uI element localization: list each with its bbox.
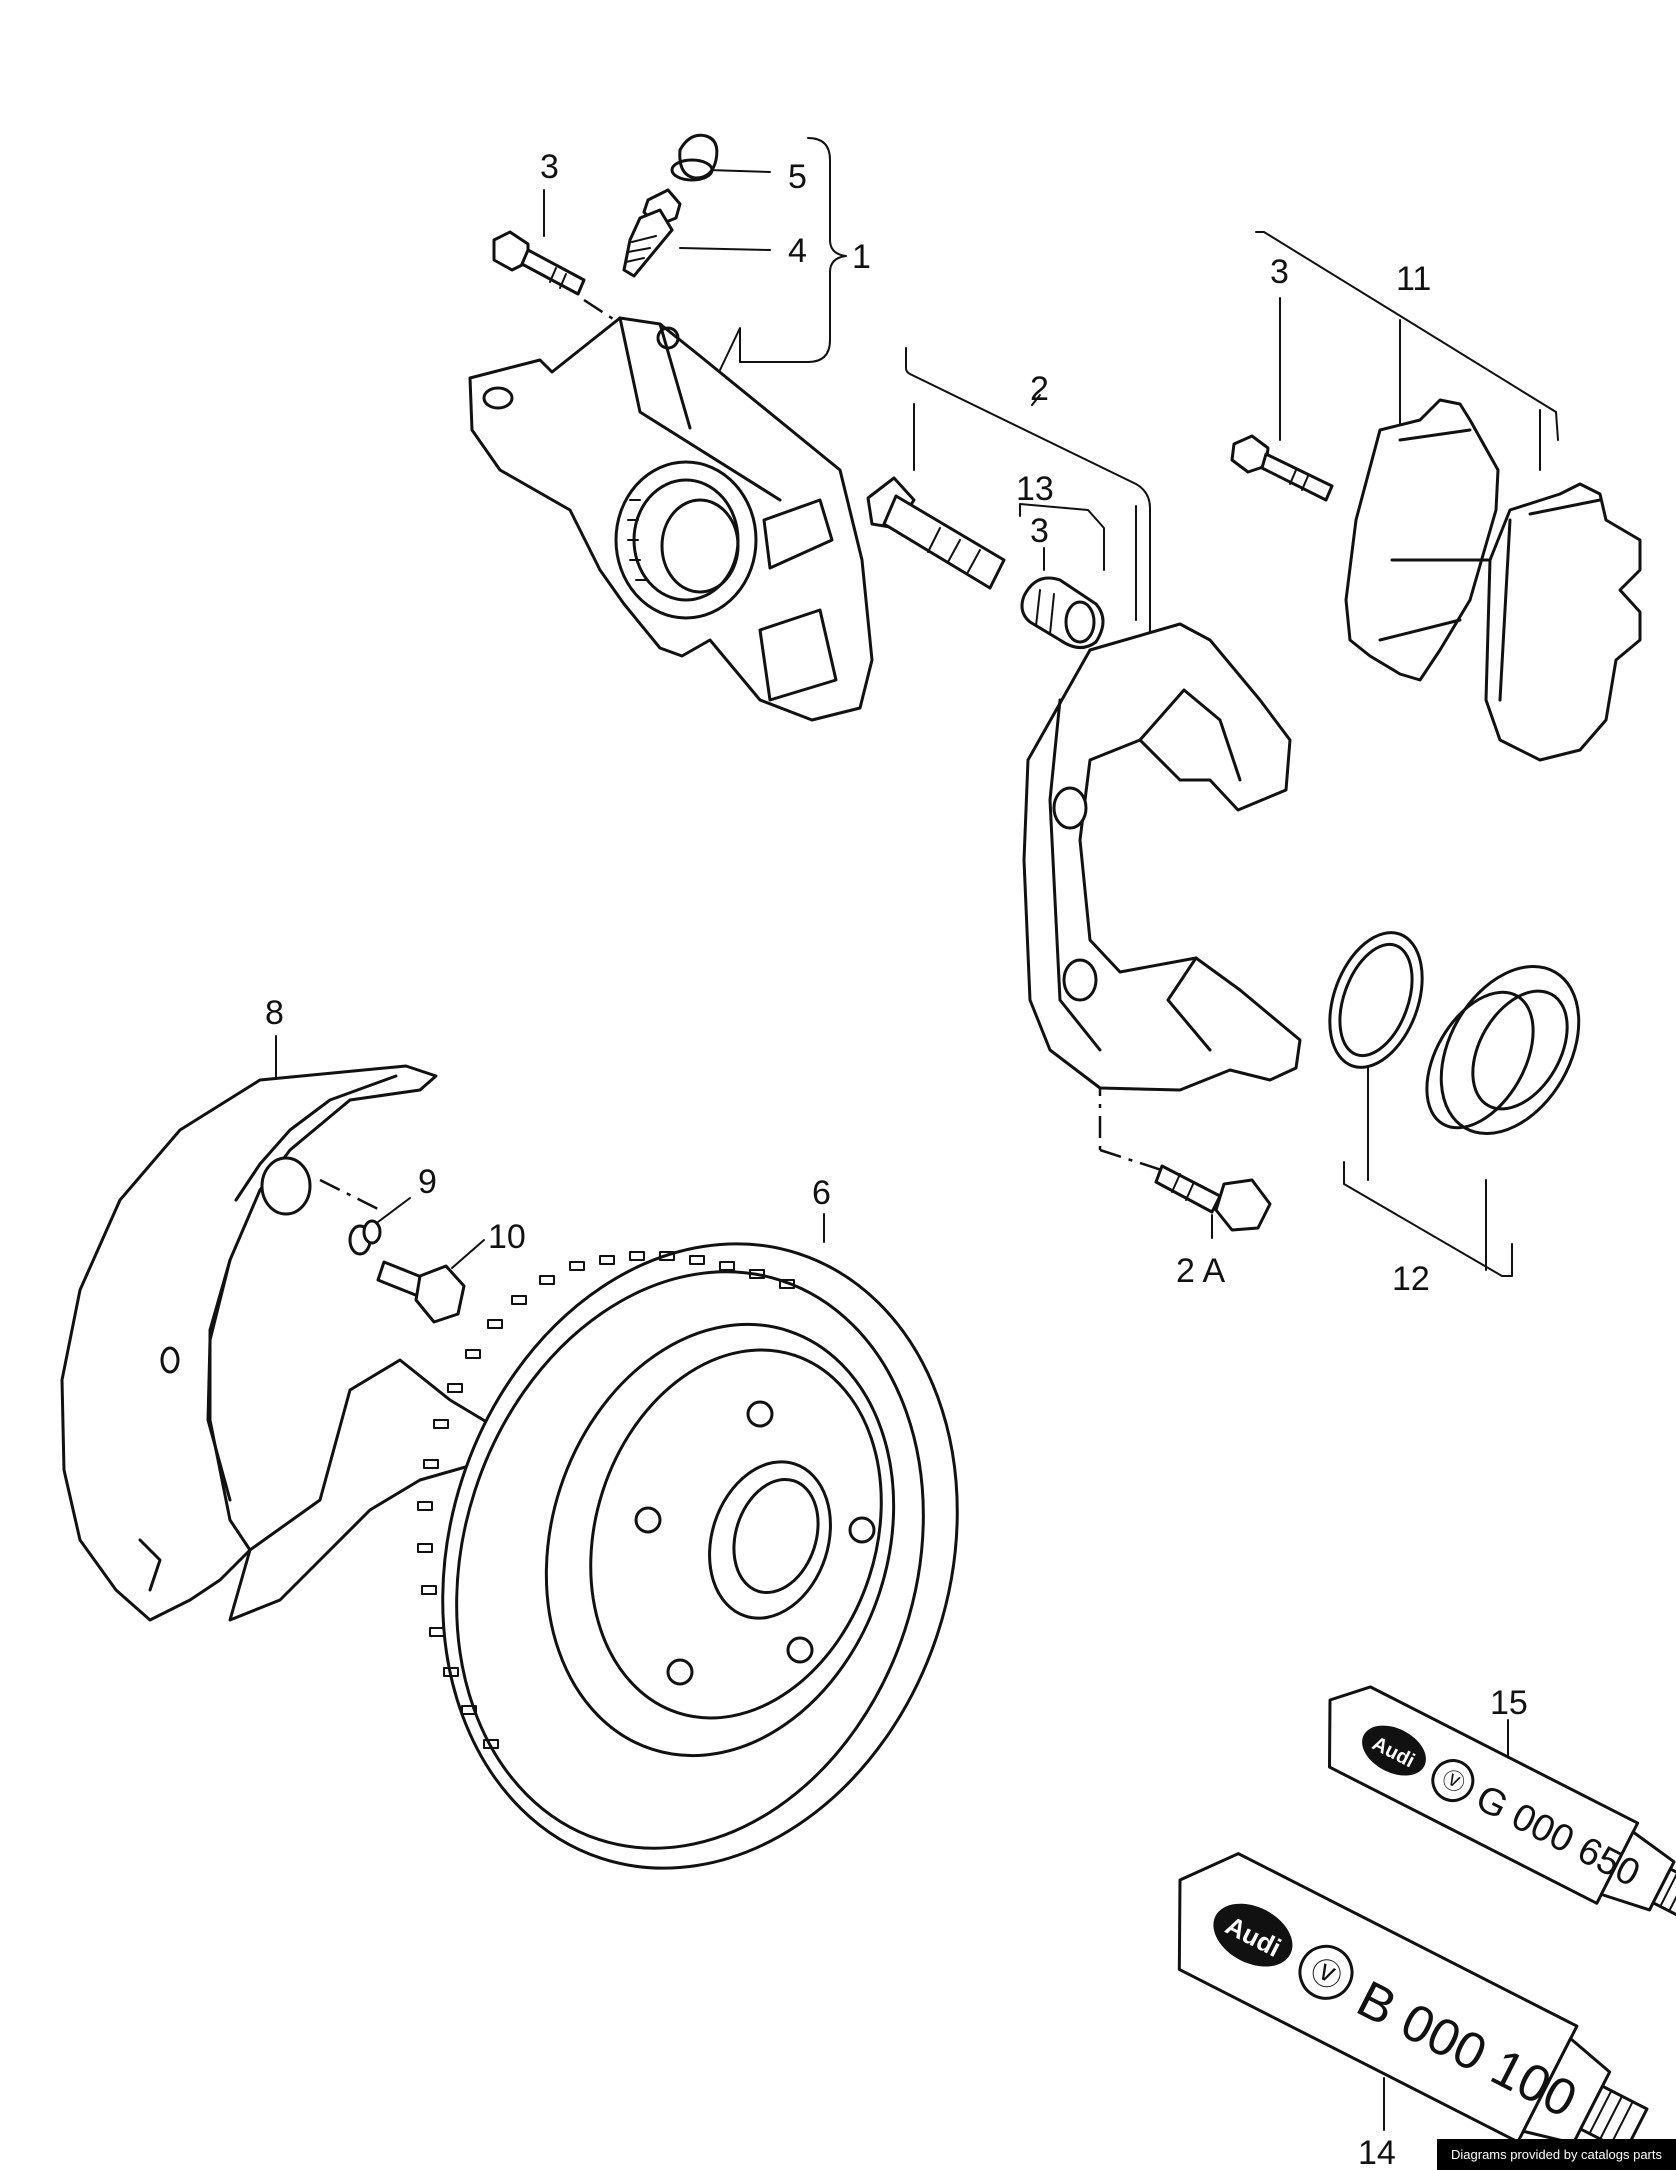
vw-logo-upper-icon bbox=[1431, 1759, 1475, 1803]
callout-labels: 3 5 4 1 2 13 3 3 11 8 9 10 6 2 A 12 15 1… bbox=[265, 148, 1528, 2170]
splash-shield-8 bbox=[60, 1064, 502, 1622]
callout-15: 15 bbox=[1490, 1684, 1528, 1722]
callout-5: 5 bbox=[788, 158, 807, 196]
piston-seal-12 bbox=[1328, 931, 1424, 1069]
callout-3-bush: 3 bbox=[1030, 512, 1049, 550]
guide-pin-2 bbox=[866, 476, 1006, 590]
audi-logo-upper-icon bbox=[1362, 1725, 1426, 1776]
bush-13 bbox=[1020, 576, 1105, 649]
brake-caliper-housing bbox=[468, 316, 874, 722]
callout-10: 10 bbox=[488, 1218, 526, 1256]
washer-9 bbox=[348, 1219, 382, 1256]
callout-2: 2 bbox=[1030, 370, 1049, 408]
callout-9: 9 bbox=[418, 1163, 437, 1201]
callout-1: 1 bbox=[852, 238, 871, 276]
callout-6: 6 bbox=[812, 1174, 831, 1212]
callout-12: 12 bbox=[1392, 1260, 1430, 1298]
bolt-10 bbox=[376, 1260, 466, 1324]
vw-logo-lower-icon bbox=[1298, 1944, 1354, 2000]
dust-boot-12 bbox=[1425, 964, 1581, 1136]
callout-3-bolt: 3 bbox=[540, 148, 559, 186]
brake-disc-6 bbox=[417, 1242, 959, 1870]
brake-pad-set-11 bbox=[1344, 398, 1642, 762]
leader-lines bbox=[275, 137, 1559, 2131]
callout-8: 8 bbox=[265, 994, 284, 1032]
callout-3-pad-bolt: 3 bbox=[1270, 253, 1289, 291]
bolt-3-caliper bbox=[492, 230, 586, 296]
audi-logo-lower-icon bbox=[1213, 1903, 1293, 1967]
disc-vent-slots bbox=[417, 1251, 795, 1749]
callout-11: 11 bbox=[1396, 260, 1431, 298]
callout-13: 13 bbox=[1016, 470, 1054, 508]
bolt-2a bbox=[1154, 1164, 1272, 1232]
callout-4: 4 bbox=[788, 232, 807, 270]
bolt-3-pad bbox=[1230, 434, 1334, 502]
caliper-carrier bbox=[1022, 622, 1302, 1092]
bleeder-valve-4 bbox=[622, 188, 682, 278]
diagram-credit: Diagrams provided by catalogs parts bbox=[1437, 2139, 1676, 2170]
callout-14: 14 bbox=[1358, 2134, 1396, 2170]
callout-2a: 2 A bbox=[1176, 1252, 1225, 1290]
dust-cap-5 bbox=[670, 133, 719, 182]
